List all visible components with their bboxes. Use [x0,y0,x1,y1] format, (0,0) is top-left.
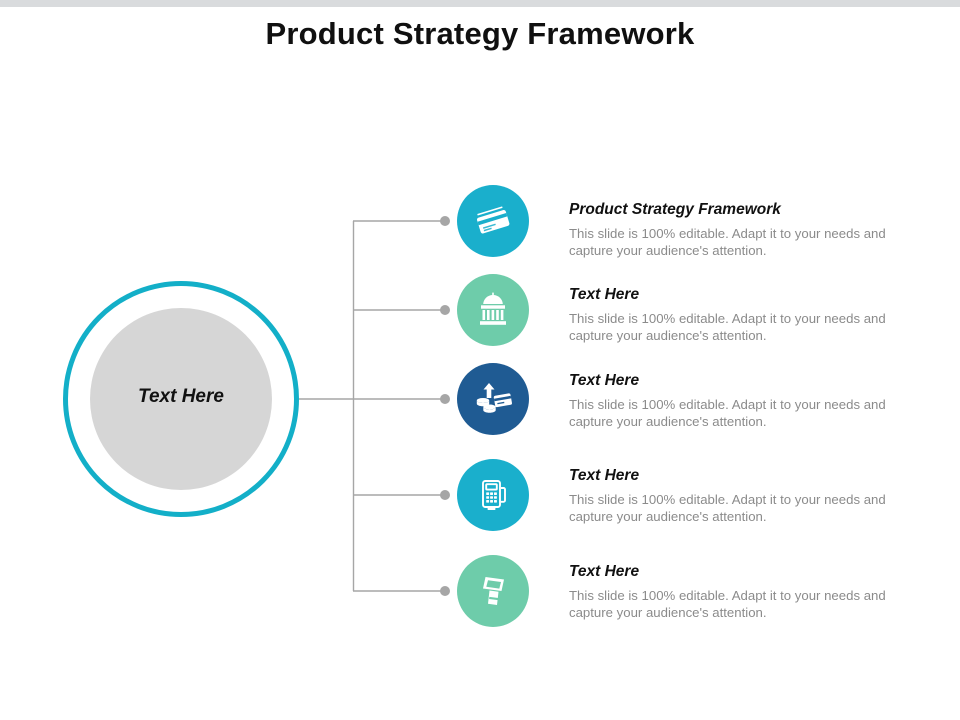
list-item-body: This slide is 100% editable. Adapt it to… [569,311,886,344]
list-item-heading: Text Here [569,467,640,484]
hub-ring [63,281,299,517]
hub-circle[interactable]: Text Here [63,281,299,517]
list-item-heading: Text Here [569,286,640,303]
list-item-body: This slide is 100% editable. Adapt it to… [569,588,886,621]
list-item-text: Text Here This slide is 100% editable. A… [569,467,889,526]
hub-fill [90,308,272,490]
list-item-body: This slide is 100% editable. Adapt it to… [569,492,886,525]
list-item-body: This slide is 100% editable. Adapt it to… [569,397,886,430]
page-title: Product Strategy Framework [265,16,695,51]
list-item-text: Text Here This slide is 100% editable. A… [569,563,889,622]
list-item-text: Product Strategy Framework This slide is… [569,201,889,260]
list-item-heading: Text Here [569,563,640,580]
list-item-body: This slide is 100% editable. Adapt it to… [569,226,886,259]
credit-card-icon[interactable] [457,185,529,257]
bank-building-icon[interactable] [457,274,529,346]
top-band [0,0,960,7]
hub-label: Text Here [138,386,224,407]
card-payment-terminal-icon[interactable] [457,459,529,531]
list-item-heading: Text Here [569,372,640,389]
list-item-text: Text Here This slide is 100% editable. A… [569,372,889,431]
list-item-text: Text Here This slide is 100% editable. A… [569,286,889,345]
coins-growth-card-icon[interactable] [457,363,529,435]
atm-kiosk-icon[interactable] [457,555,529,627]
list-item-heading: Product Strategy Framework [569,201,781,218]
